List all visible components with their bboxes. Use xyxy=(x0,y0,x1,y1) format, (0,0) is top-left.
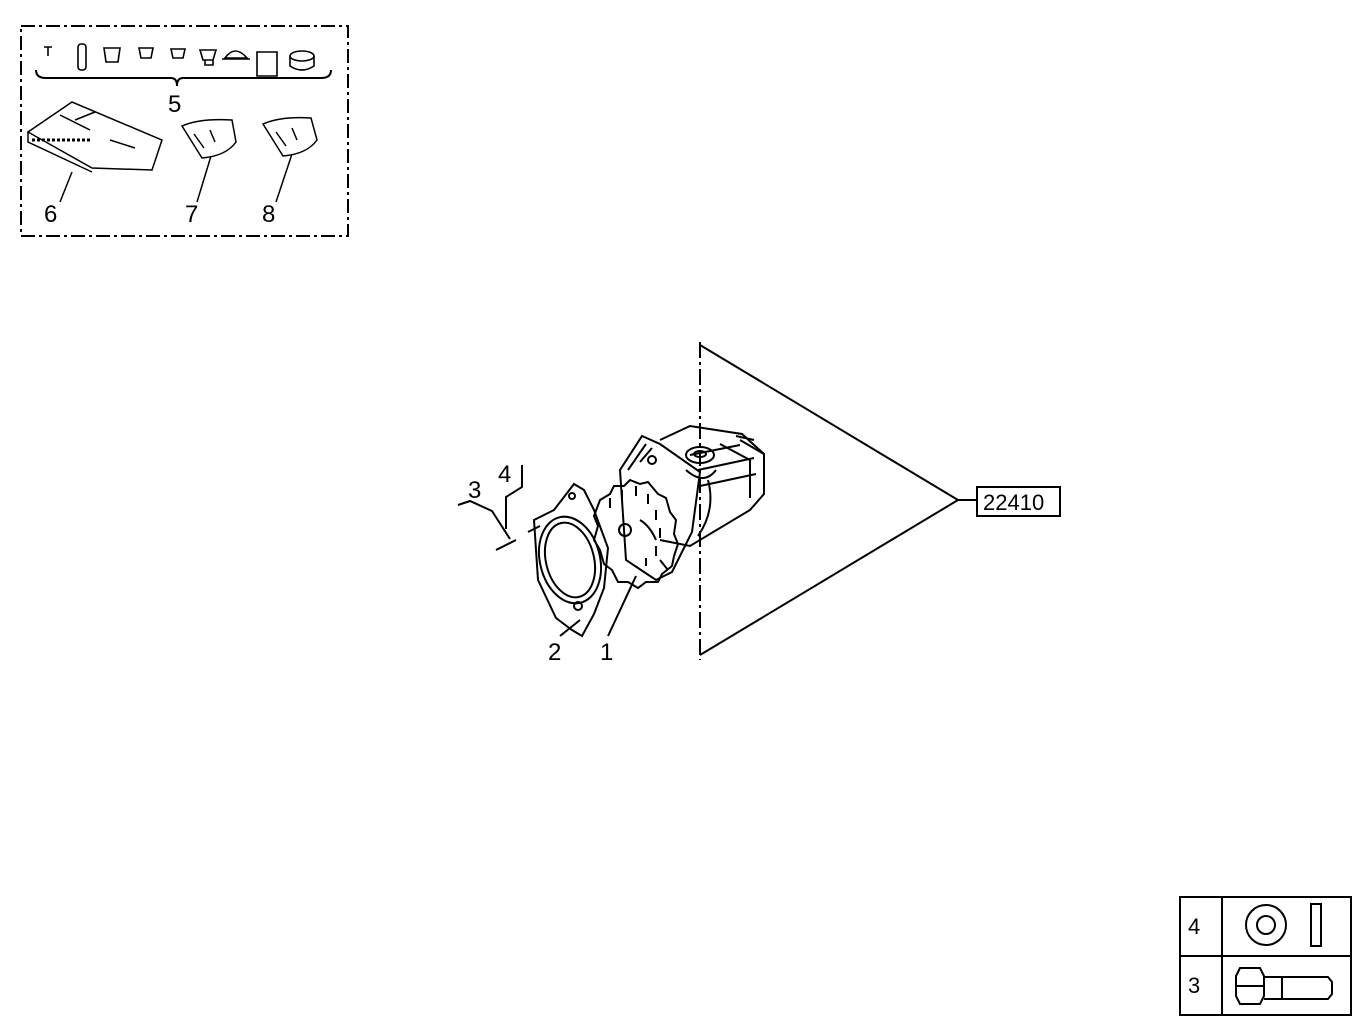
small-parts-row xyxy=(44,43,315,77)
label-2: 2 xyxy=(548,639,561,666)
reference-group-label[interactable]: 22410 xyxy=(983,490,1044,515)
hex-bolt-icon xyxy=(1235,967,1333,1005)
legend-code-3: 3 xyxy=(1188,973,1200,998)
drive-gear xyxy=(592,478,680,590)
label-5: 5 xyxy=(168,91,181,118)
fastener-stub xyxy=(457,465,541,551)
leader-2 xyxy=(559,619,581,637)
kit-bag-6 xyxy=(26,101,163,203)
legend-code-4: 4 xyxy=(1188,914,1200,939)
service-kit-inset xyxy=(20,25,349,237)
label-7: 7 xyxy=(185,201,198,228)
pump-body xyxy=(659,424,765,548)
label-6: 6 xyxy=(44,201,57,228)
reference-group-box[interactable]: 22410 xyxy=(976,486,1061,517)
pump-assembly xyxy=(457,342,976,660)
label-3: 3 xyxy=(468,477,481,504)
pump-flange xyxy=(618,434,702,582)
label-1: 1 xyxy=(600,639,613,666)
kit-bag-8 xyxy=(261,116,318,203)
label-8: 8 xyxy=(262,201,275,228)
kit-bag-7 xyxy=(180,118,237,203)
leader-1 xyxy=(607,575,637,637)
label-4: 4 xyxy=(498,461,511,488)
group-brace xyxy=(35,69,332,87)
fastener-legend xyxy=(1179,896,1352,1016)
gasket xyxy=(532,482,610,638)
washer-and-pin-icon xyxy=(1245,903,1322,947)
